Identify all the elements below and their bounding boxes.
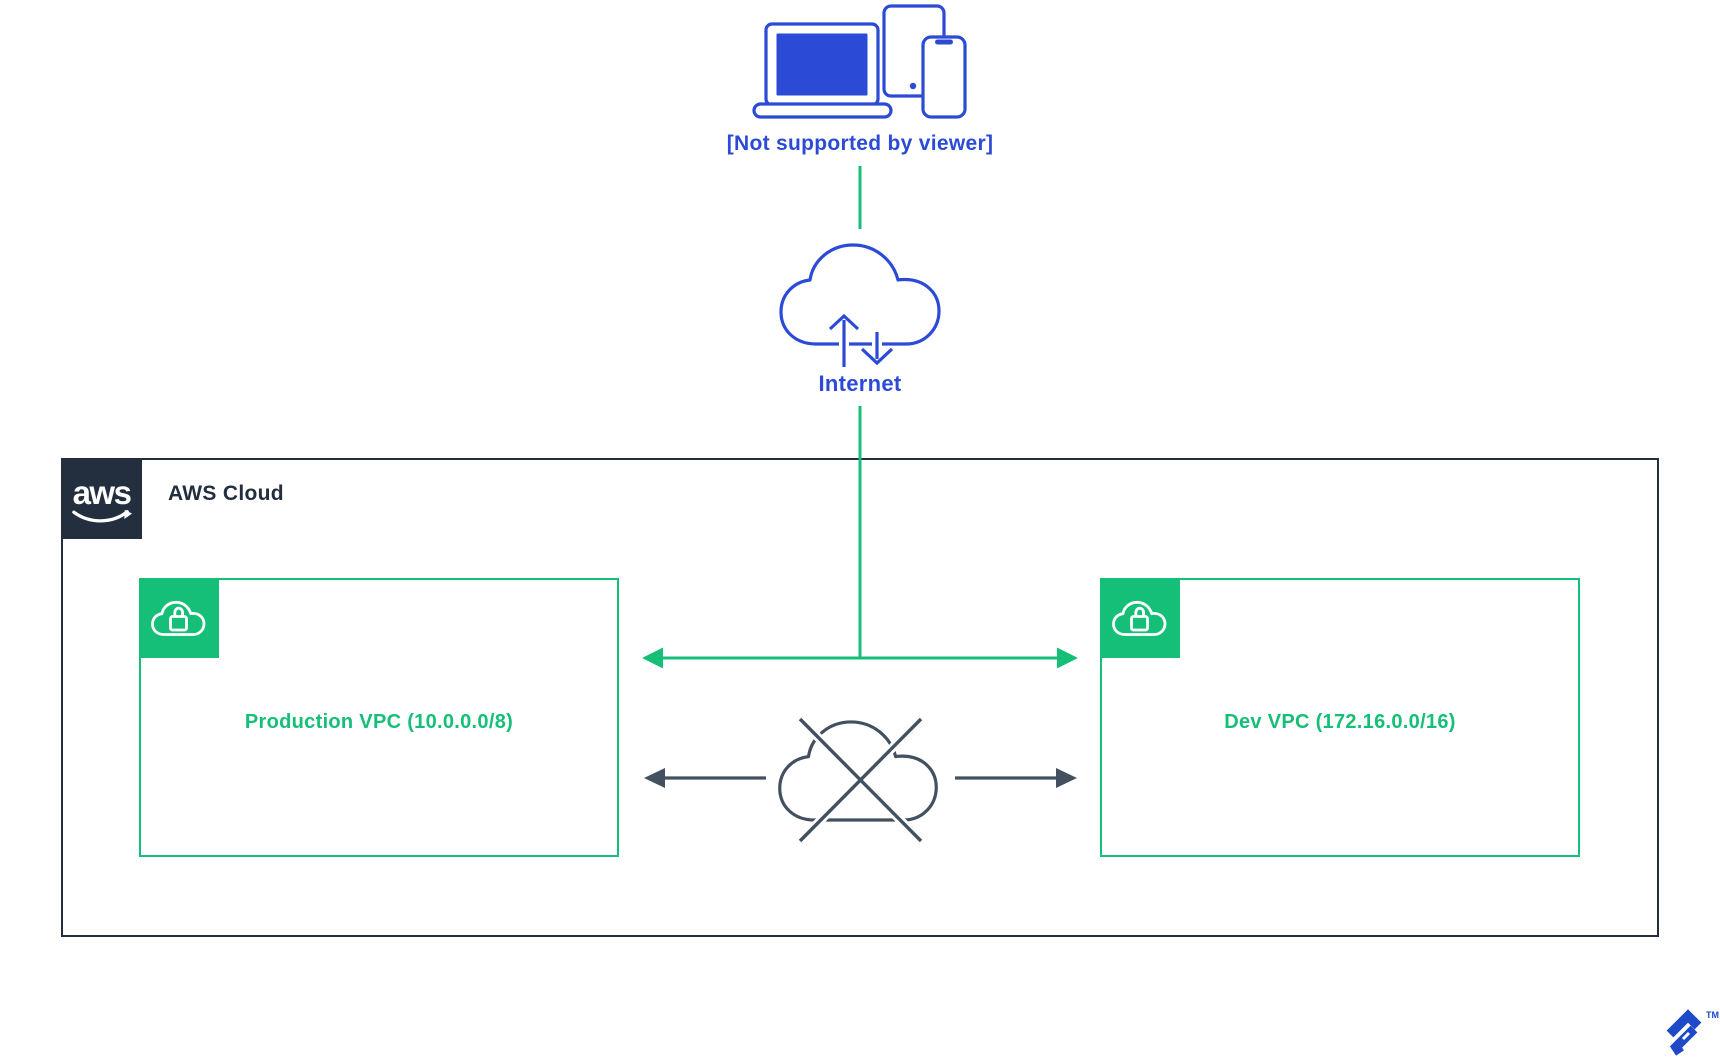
laptop-base <box>752 102 893 119</box>
dev-vpc-icon-square <box>1100 578 1180 658</box>
upload-arrow-icon <box>828 313 860 367</box>
toptal-logo <box>1666 1009 1702 1056</box>
aws-logo: aws <box>61 458 142 539</box>
phone-notch <box>935 39 953 45</box>
secure-vpc-cloud-lock-icon <box>151 600 206 636</box>
tablet-home-button <box>909 82 917 90</box>
secure-vpc-cloud-lock-icon <box>1112 600 1167 636</box>
devices-caption: [Not supported by viewer] <box>726 132 994 155</box>
aws-smile-swoosh-icon <box>71 509 132 523</box>
aws-logo-text: aws <box>72 474 132 511</box>
production-vpc-box <box>139 578 619 857</box>
production-vpc-icon-square <box>139 578 219 658</box>
aws-cloud-label: AWS Cloud <box>168 482 284 505</box>
production-vpc-label: Production VPC (10.0.0.0/8) <box>244 711 514 733</box>
dev-vpc-box <box>1100 578 1580 857</box>
download-arrow-icon <box>860 332 894 366</box>
phone-icon <box>921 35 967 119</box>
dev-vpc-label: Dev VPC (172.16.0.0/16) <box>1224 711 1456 733</box>
devices-icon <box>752 4 967 119</box>
laptop-icon <box>764 22 880 107</box>
trademark-symbol: TM <box>1706 1010 1719 1020</box>
tablet-icon <box>882 4 946 98</box>
internet-cloud-icon <box>779 243 941 370</box>
laptop-screen <box>776 33 868 96</box>
internet-label: Internet <box>818 371 902 396</box>
